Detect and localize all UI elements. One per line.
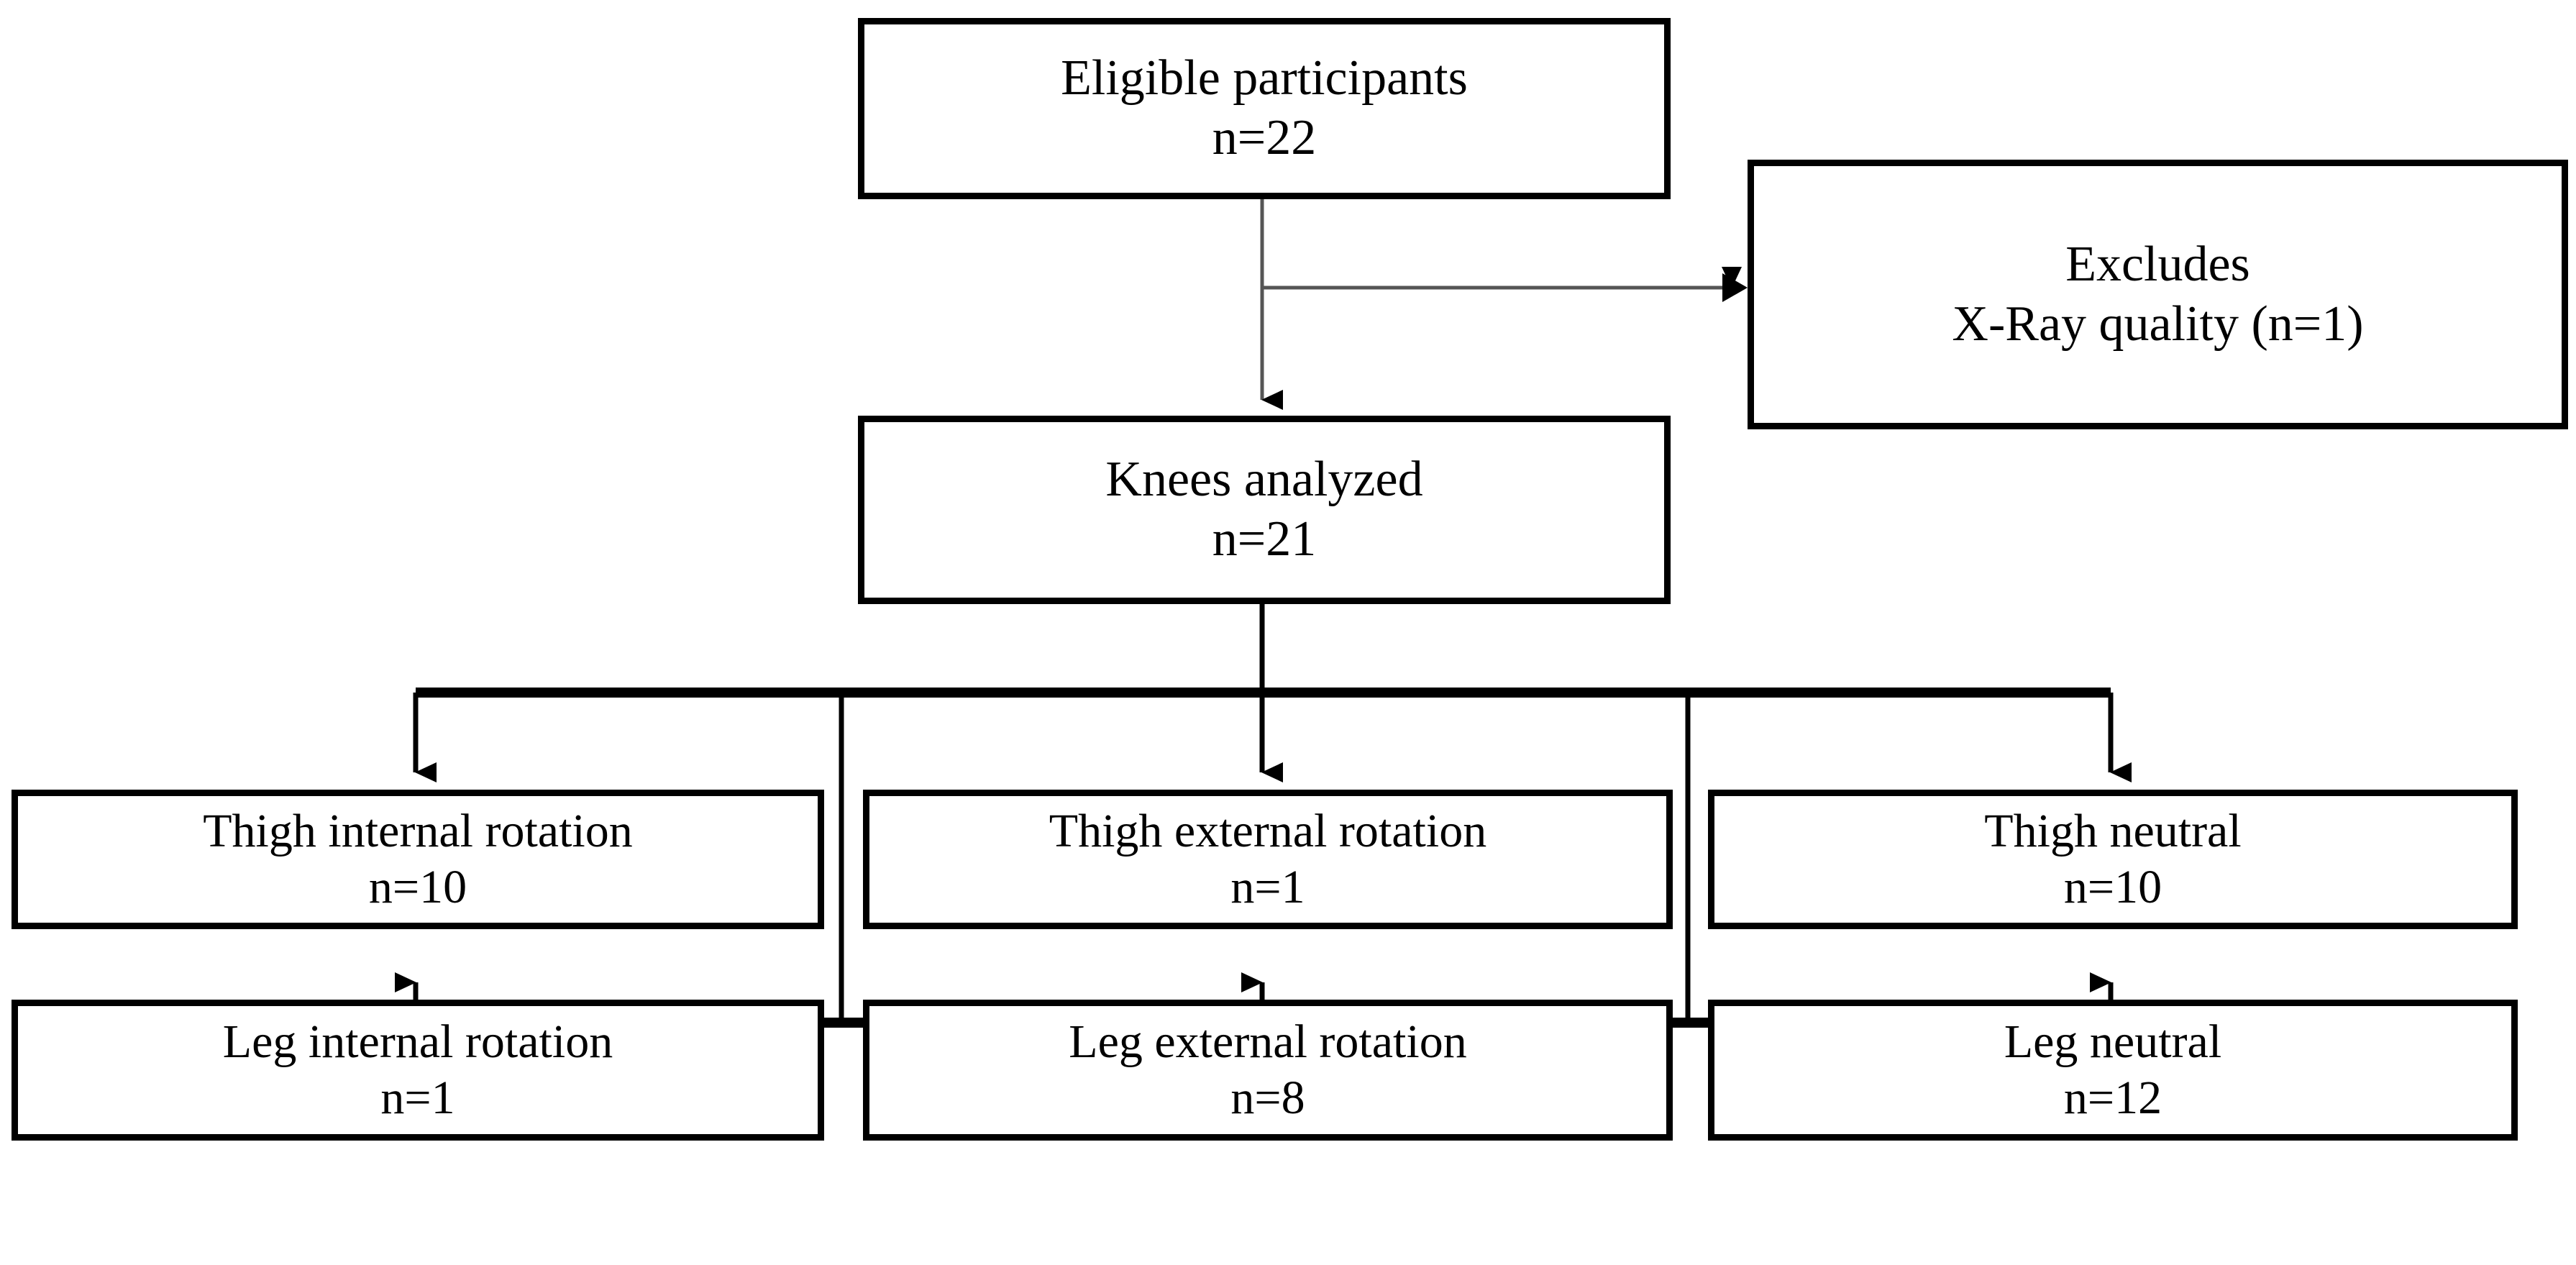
node-eligible-count: n=22 <box>1212 110 1317 165</box>
node-leg-neutral[interactable]: Leg neutral n=12 <box>1708 1000 2518 1141</box>
node-leg-external-count: n=8 <box>1230 1072 1305 1124</box>
node-thigh-external-rotation[interactable]: Thigh external rotation n=1 <box>863 790 1673 929</box>
edge-eligible-to-excluded-head <box>1722 273 1748 302</box>
node-analyzed-count: n=21 <box>1212 511 1317 567</box>
node-thigh-neutral-count: n=10 <box>2063 861 2162 913</box>
node-excluded[interactable]: Excludes X-Ray quality (n=1) <box>1748 160 2568 429</box>
node-analyzed-label: Knees analyzed <box>1105 452 1423 508</box>
node-leg-neutral-label: Leg neutral <box>2004 1015 2222 1069</box>
node-leg-external-label: Leg external rotation <box>1069 1015 1467 1069</box>
node-leg-neutral-count: n=12 <box>2063 1072 2162 1124</box>
node-thigh-internal-label: Thigh internal rotation <box>203 805 633 858</box>
node-leg-internal-label: Leg internal rotation <box>222 1015 613 1069</box>
node-thigh-external-label: Thigh external rotation <box>1049 805 1487 858</box>
node-leg-internal-rotation[interactable]: Leg internal rotation n=1 <box>12 1000 824 1141</box>
node-leg-external-rotation[interactable]: Leg external rotation n=8 <box>863 1000 1673 1141</box>
node-thigh-external-count: n=1 <box>1230 861 1305 913</box>
node-thigh-neutral[interactable]: Thigh neutral n=10 <box>1708 790 2518 929</box>
node-excluded-label: Excludes <box>2065 236 2250 292</box>
node-leg-internal-count: n=1 <box>380 1072 455 1124</box>
node-excluded-reason: X-Ray quality (n=1) <box>1952 296 2364 352</box>
distribution-bus-thigh <box>413 688 2132 782</box>
node-eligible-participants[interactable]: Eligible participants n=22 <box>858 18 1671 199</box>
node-eligible-label: Eligible participants <box>1061 50 1468 106</box>
node-thigh-neutral-label: Thigh neutral <box>1984 805 2242 858</box>
node-knees-analyzed[interactable]: Knees analyzed n=21 <box>858 416 1671 604</box>
node-thigh-internal-rotation[interactable]: Thigh internal rotation n=10 <box>12 790 824 929</box>
node-thigh-internal-count: n=10 <box>368 861 467 913</box>
